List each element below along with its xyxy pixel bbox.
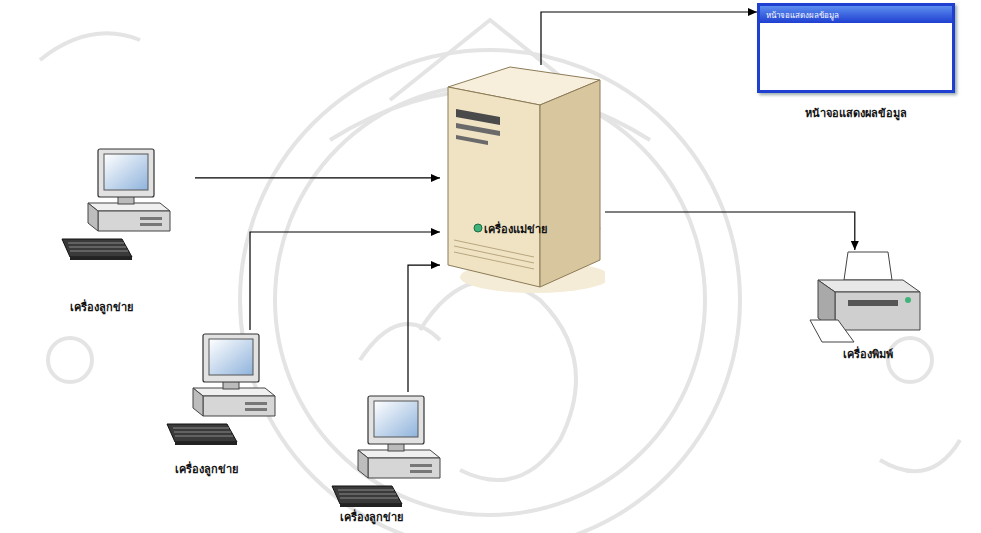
screen-window: หน้าจอแสดงผลข้อมูล <box>757 3 955 93</box>
client-label: เครื่องลูกข่าย <box>175 460 238 478</box>
window-title: หน้าจอแสดงผลข้อมูล <box>766 9 839 22</box>
server-icon <box>440 65 605 295</box>
client-computer: เครื่องลูกข่าย <box>60 145 195 318</box>
server-label: เครื่องแม่ข่าย <box>484 220 547 238</box>
computer-icon <box>330 392 460 512</box>
connector-arrow <box>195 177 440 178</box>
client-label: เครื่องลูกข่าย <box>340 508 403 526</box>
server-tower: เครื่องแม่ข่าย <box>440 65 605 295</box>
printer: เครื่องพิมพ์ <box>808 250 928 365</box>
connector-arrow <box>408 265 440 392</box>
client-computer: เครื่องลูกข่าย <box>330 392 465 528</box>
computer-icon <box>165 330 295 450</box>
client-computer: เครื่องลูกข่าย <box>165 330 305 480</box>
connector-arrow <box>541 12 757 65</box>
printer-label: เครื่องพิมพ์ <box>808 345 928 363</box>
connector-arrow <box>605 212 855 250</box>
title-bar: หน้าจอแสดงผลข้อมูล <box>760 6 952 23</box>
client-label: เครื่องลูกข่าย <box>70 298 133 316</box>
connector-arrow <box>250 232 440 330</box>
printer-icon <box>808 250 928 345</box>
screen-label: หน้าจอแสดงผลข้อมูล <box>757 104 955 122</box>
display-screen: หน้าจอแสดงผลข้อมูลหน้าจอแสดงผลข้อมูล <box>757 3 955 130</box>
computer-icon <box>60 145 190 265</box>
